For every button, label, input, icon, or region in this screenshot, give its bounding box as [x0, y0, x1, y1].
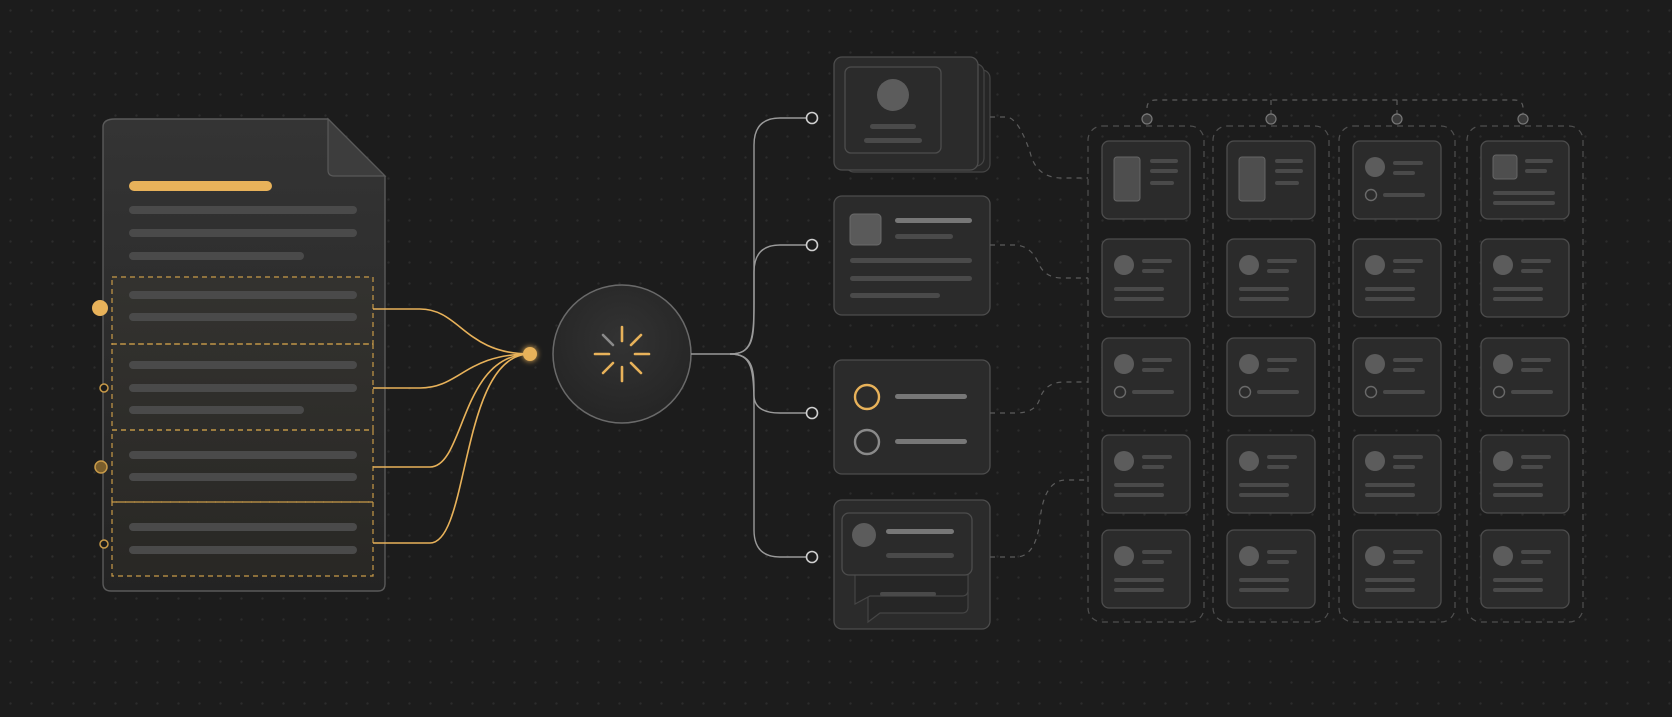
grid-card: [1480, 529, 1570, 609]
grid-card-avatar: [1114, 354, 1134, 374]
grid-card-avatar: [1365, 451, 1385, 471]
grid-card: [1480, 238, 1570, 318]
grid-card: [1352, 337, 1442, 417]
grid-card: [1480, 434, 1570, 514]
radio-card-icon: [853, 383, 881, 411]
output-card-chat: [833, 499, 991, 630]
grid-card-image: [1113, 156, 1141, 202]
document-chunk-3: [111, 429, 374, 503]
grid-card: [1101, 529, 1191, 609]
output-connectors: [691, 111, 819, 564]
chunk-marker-2: [99, 383, 109, 393]
chunk-marker-3: [94, 460, 108, 474]
grid-card: [1480, 337, 1570, 417]
grid-card: [1480, 140, 1570, 220]
text-card-icon: [849, 213, 882, 246]
grid-card: [1226, 337, 1316, 417]
document-chunk-4: [111, 501, 374, 577]
grid-card-avatar: [1493, 546, 1513, 566]
document-chunk-1: [111, 276, 374, 345]
document-title-bar: [129, 181, 272, 191]
grid-card-avatar: [1239, 354, 1259, 374]
grid-card-avatar: [1365, 546, 1385, 566]
output-node-2: [805, 238, 819, 252]
user-card-icon: [877, 79, 909, 111]
output-grid: [1087, 125, 1584, 623]
grid-card-avatar: [1114, 546, 1134, 566]
document-chunk-2: [111, 343, 374, 431]
grid-card-image: [1238, 156, 1266, 202]
document-fold: [327, 117, 387, 177]
grid-card: [1352, 529, 1442, 609]
output-card-profile: [833, 56, 991, 173]
grid-card: [1226, 434, 1316, 514]
document-header-line: [129, 206, 357, 214]
grid-top-bracket: [1141, 99, 1529, 125]
output-card-article: [833, 195, 991, 316]
grid-card: [1352, 140, 1442, 220]
sparkle-icon: [593, 325, 651, 383]
grid-card-avatar: [1365, 157, 1385, 177]
grid-card-avatar: [1365, 255, 1385, 275]
grid-card-avatar: [1493, 255, 1513, 275]
document-header-line: [129, 252, 304, 260]
grid-column-frame: [1087, 125, 1205, 623]
grid-card: [1226, 529, 1316, 609]
output-node-4: [805, 550, 819, 564]
grid-card: [1101, 434, 1191, 514]
grid-column-frame: [1212, 125, 1330, 623]
output-node-1: [805, 111, 819, 125]
grid-card: [1101, 238, 1191, 318]
grid-card-avatar: [1239, 255, 1259, 275]
radio-option-icon: [853, 428, 881, 456]
grid-column-frame: [1338, 125, 1456, 623]
grid-card-avatar: [1239, 546, 1259, 566]
chat-bubbles-icon: [852, 523, 876, 547]
grid-card-image: [1492, 154, 1518, 180]
grid-card-avatar: [1239, 451, 1259, 471]
grid-card-avatar: [1114, 255, 1134, 275]
grid-card-avatar: [1114, 451, 1134, 471]
grid-card: [1352, 434, 1442, 514]
output-node-3: [805, 406, 819, 420]
grid-card-avatar: [1493, 451, 1513, 471]
chunk-connectors: [373, 308, 537, 544]
document-header-line: [129, 229, 357, 237]
source-document: [92, 117, 387, 592]
grid-links: [990, 116, 1088, 558]
grid-card: [1352, 238, 1442, 318]
processor-hub: [552, 284, 692, 424]
output-card-options: [833, 359, 991, 475]
grid-column-frame: [1466, 125, 1584, 623]
merge-node: [523, 347, 537, 361]
grid-card-avatar: [1365, 354, 1385, 374]
chunk-marker-1: [92, 300, 108, 316]
chunk-marker-4: [99, 539, 109, 549]
grid-card: [1226, 238, 1316, 318]
grid-card: [1101, 337, 1191, 417]
grid-card-avatar: [1493, 354, 1513, 374]
